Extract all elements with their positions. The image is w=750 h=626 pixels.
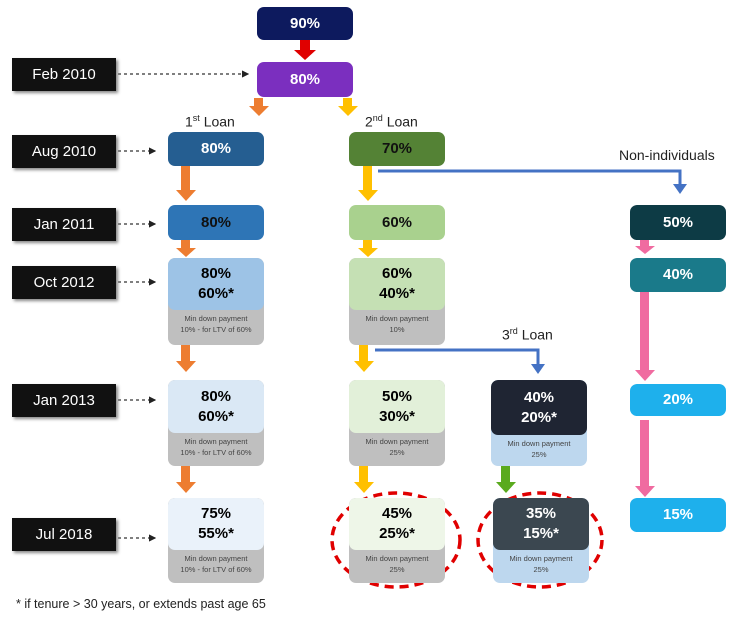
loan2-label: 2nd Loan: [365, 113, 418, 130]
date-feb-2010: Feb 2010: [12, 58, 116, 91]
initial-ltv-box: 90%: [257, 7, 353, 40]
footnote: * if tenure > 30 years, or extends past …: [16, 597, 266, 611]
non-individuals-label: Non-individuals: [619, 147, 715, 163]
red-arrow: [294, 40, 316, 60]
date-jan-2013: Jan 2013: [12, 384, 116, 417]
loan1-jan2011-box: 80%: [168, 205, 264, 240]
date-jul-2018: Jul 2018: [12, 518, 116, 551]
loan2-aug2010-box: 70%: [349, 132, 445, 166]
date-pointer-arrows: [118, 70, 250, 542]
feb2010-ltv-box: 80%: [257, 62, 353, 97]
loan3-label: 3rd Loan: [502, 326, 553, 343]
date-jan-2011: Jan 2011: [12, 208, 116, 241]
highlight-circle-loan3: [476, 491, 604, 589]
flow-arrows: [176, 40, 655, 497]
loan1-aug2010-box: 80%: [168, 132, 264, 166]
orange-arrow: [249, 98, 269, 116]
blue-connectors: [375, 169, 682, 365]
nonind-oct2012-box: 40%: [630, 258, 726, 292]
nonind-jan2011-box: 50%: [630, 205, 726, 240]
loan2-jan2011-box: 60%: [349, 205, 445, 240]
date-aug-2010: Aug 2010: [12, 135, 116, 168]
loan1-label: 1st Loan: [185, 113, 235, 130]
highlight-circle-loan2: [330, 491, 462, 589]
yellow-arrow: [338, 98, 358, 116]
date-oct-2012: Oct 2012: [12, 266, 116, 299]
nonind-jan2013-box: 20%: [630, 384, 726, 416]
nonind-jul2018-box: 15%: [630, 498, 726, 532]
